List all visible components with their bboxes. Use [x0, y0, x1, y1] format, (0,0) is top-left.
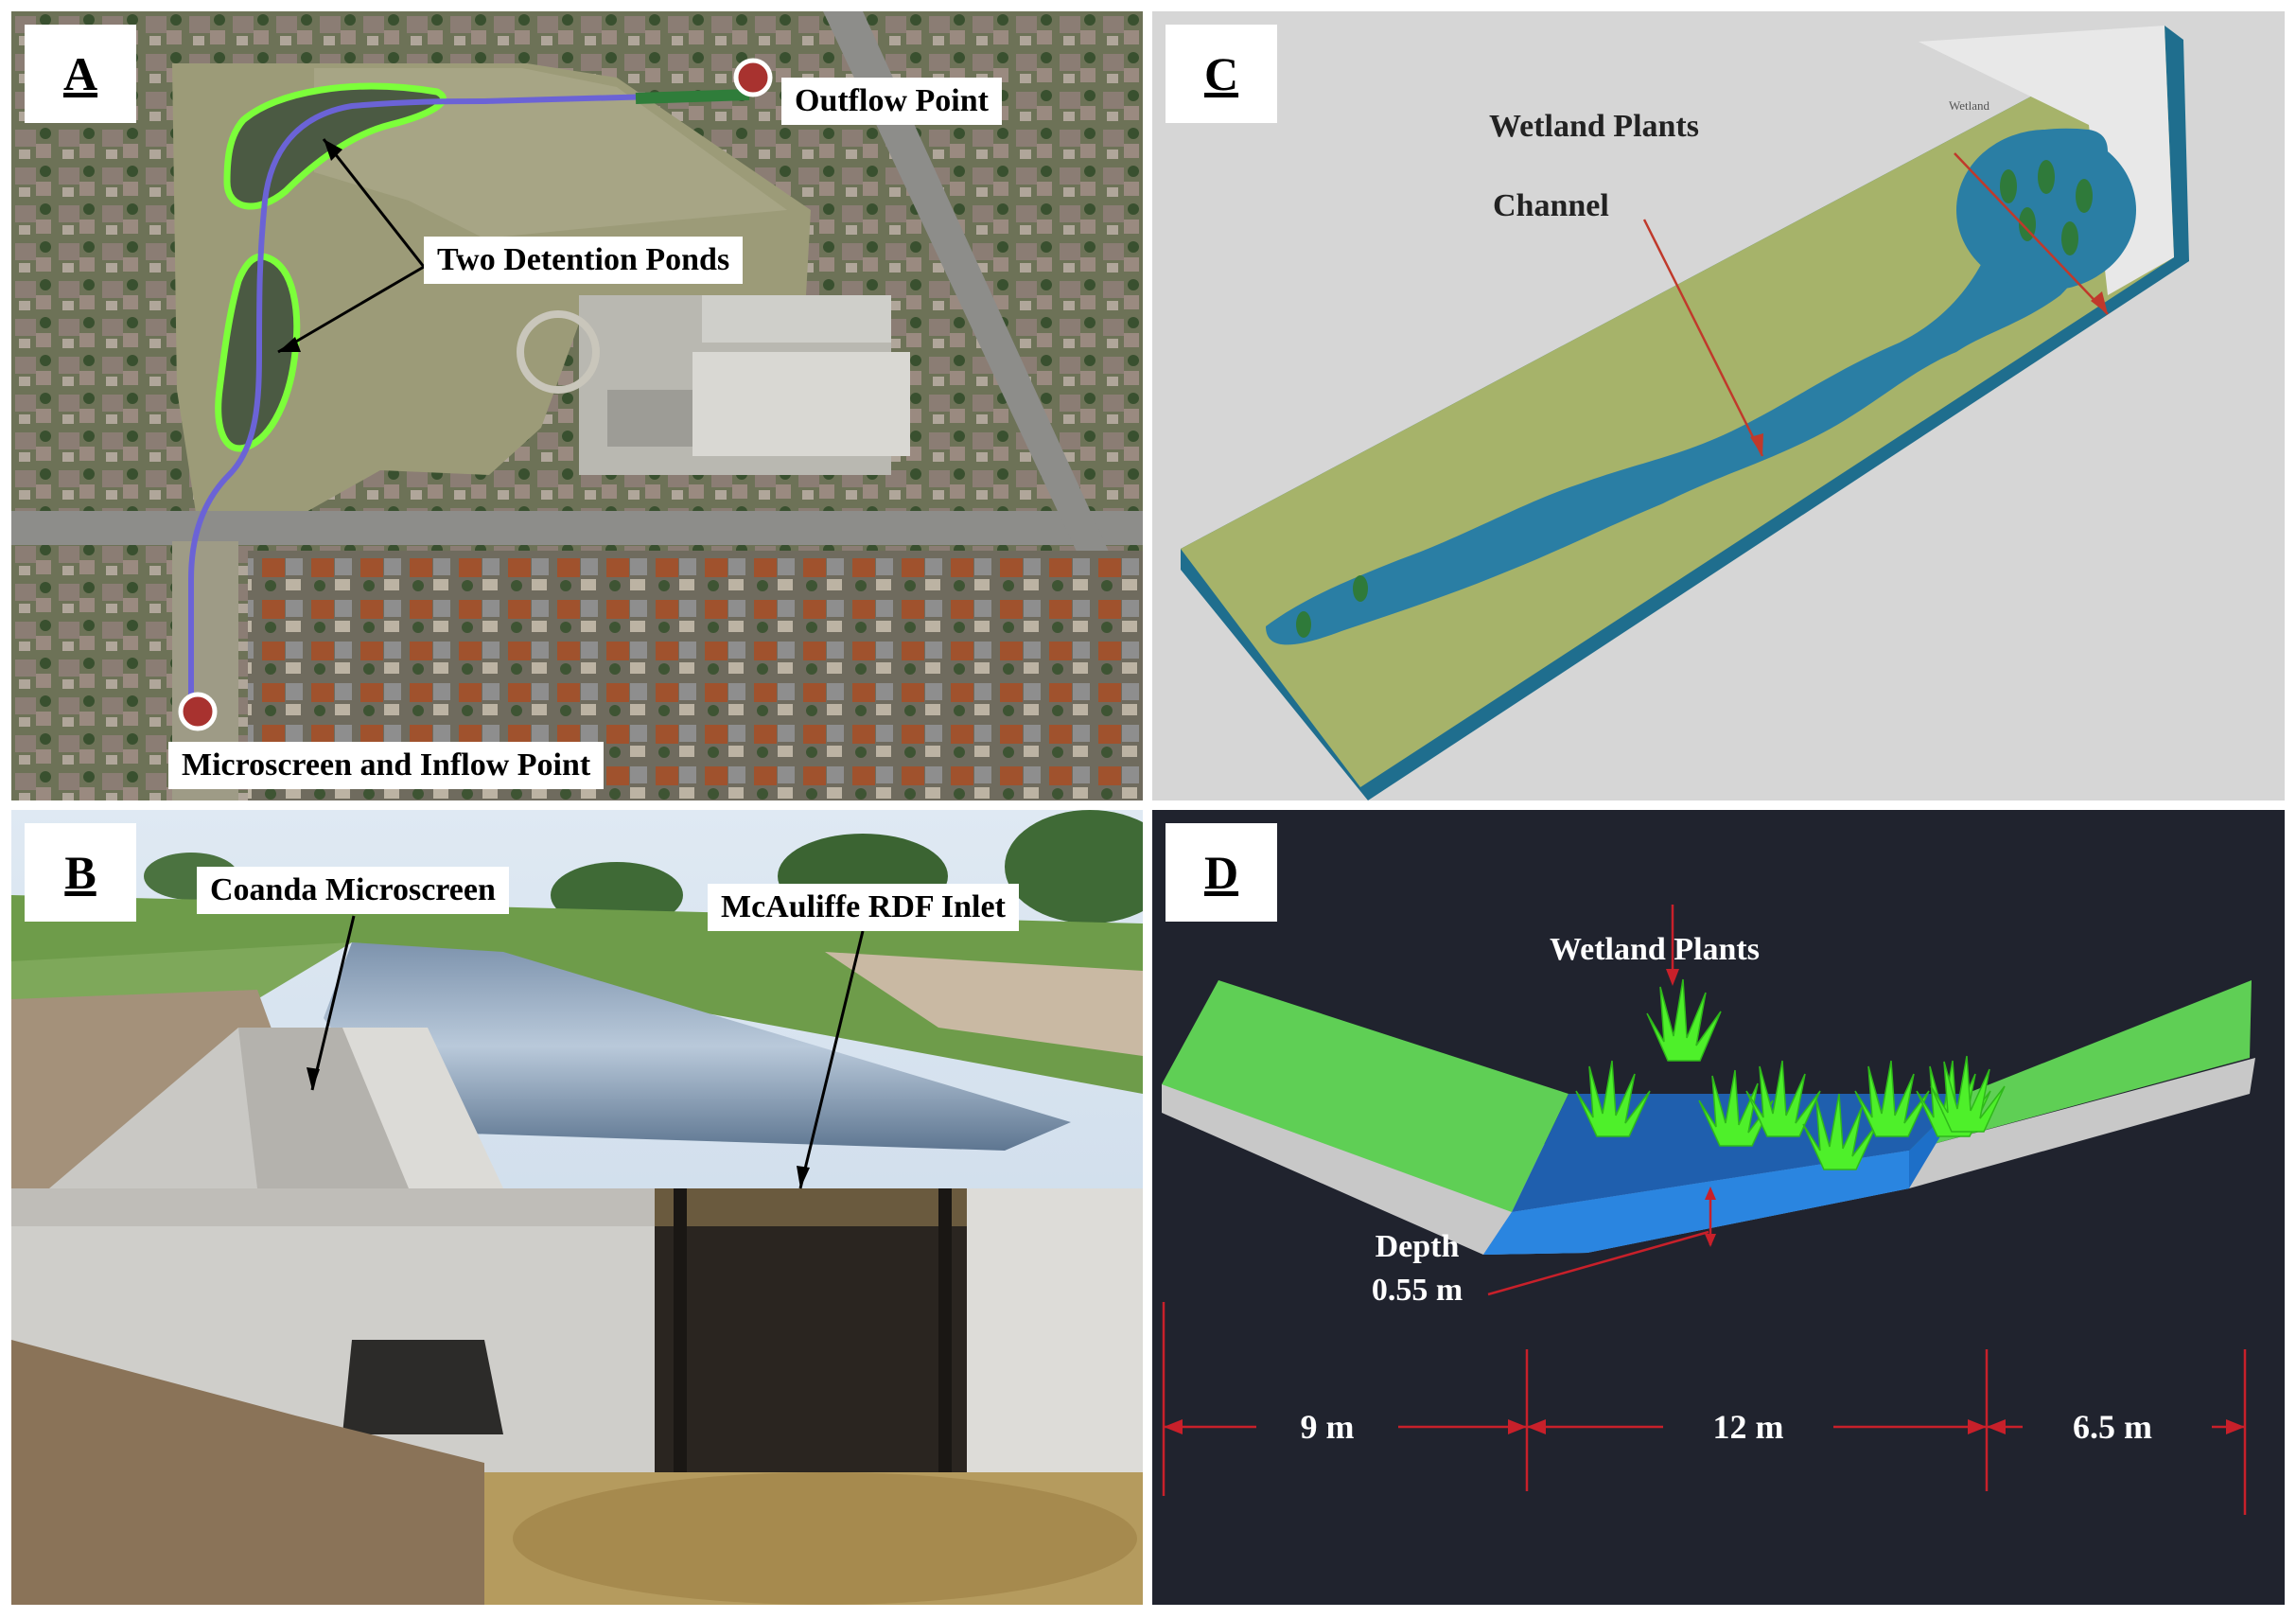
- dimension-right: 6.5 m: [2073, 1408, 2152, 1446]
- model-wetland-tag: Wetland: [1949, 98, 1989, 113]
- panel-b-letter: B: [25, 823, 136, 922]
- rdf-inlet-label: McAuliffe RDF Inlet: [708, 884, 1019, 931]
- wetland-plants-group: [1575, 978, 2006, 1170]
- panel-b-photo: B Coanda Microscreen McAuliffe RDF Inlet: [11, 810, 1143, 1605]
- panel-a-aerial: A Outflow Point Two Detention Ponds Micr…: [11, 11, 1143, 800]
- inflow-point-label: Microscreen and Inflow Point: [168, 742, 605, 789]
- cross-section-diagram: [1162, 905, 2255, 1515]
- panel-d-cross-section: D Wetland Plants Depth 0.55 m 9 m 12 m 6…: [1152, 810, 2285, 1605]
- coanda-microscreen-label: Coanda Microscreen: [197, 867, 509, 914]
- left-bank: [1162, 980, 1569, 1212]
- outflow-marker: [733, 58, 773, 97]
- wetland-3d-model: [1181, 26, 2189, 800]
- detention-ponds-label: Two Detention Ponds: [424, 237, 744, 284]
- outflow-point-label: Outflow Point: [781, 78, 1002, 125]
- flow-path: [188, 94, 656, 702]
- wetland-plants-label-d: Wetland Plants: [1550, 932, 1760, 967]
- inlet-photo: [11, 810, 1143, 1605]
- panel-c-letter: C: [1166, 25, 1277, 123]
- channel-label: Channel: [1493, 188, 1609, 223]
- depth-title: Depth: [1375, 1229, 1460, 1264]
- dimension-center: 12 m: [1712, 1408, 1784, 1446]
- panel-c-model: C Channel Wetland Plants Wetland: [1152, 11, 2285, 800]
- panel-a-letter: A: [25, 25, 136, 123]
- depth-value: 0.55 m: [1371, 1273, 1463, 1308]
- panel-d-letter: D: [1166, 823, 1277, 922]
- wetland-plants-label-c: Wetland Plants: [1489, 109, 1699, 144]
- dimension-left: 9 m: [1300, 1408, 1355, 1446]
- aerial-photo: [11, 11, 1143, 800]
- inflow-marker: [178, 692, 218, 731]
